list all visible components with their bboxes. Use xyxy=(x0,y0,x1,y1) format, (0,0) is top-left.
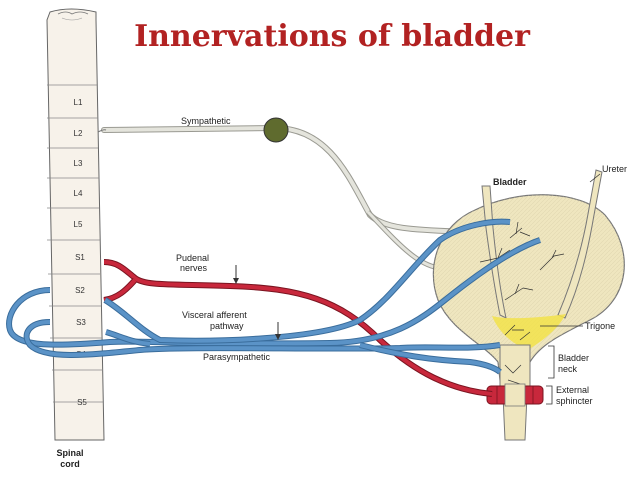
sympathetic-nerve xyxy=(97,124,473,271)
segment-label-l1: L1 xyxy=(74,98,83,107)
segment-label-s3: S3 xyxy=(76,318,86,327)
segment-label-s5: S5 xyxy=(77,398,87,407)
visceral-afferent-label: Visceral afferent xyxy=(182,310,247,320)
segment-label-s1: S1 xyxy=(75,253,85,262)
trigone-label: Trigone xyxy=(585,321,615,331)
pudendal-label: Pudenal xyxy=(176,253,209,263)
visceral-afferent-label-2: pathway xyxy=(210,321,244,331)
bladder-label: Bladder xyxy=(493,177,527,187)
sphincter-label-2: sphincter xyxy=(556,396,593,406)
bladder-neck-bracket xyxy=(548,345,555,379)
segment-label-l5: L5 xyxy=(74,220,83,229)
pudendal-nerve xyxy=(103,259,493,397)
sphincter-bracket xyxy=(546,385,553,405)
spinal-cord-label-2: cord xyxy=(60,459,80,469)
bladder-neck-label: Bladder xyxy=(558,353,589,363)
external-sphincter xyxy=(486,383,544,407)
sympathetic-ganglion xyxy=(263,117,289,143)
segment-label-l2: L2 xyxy=(74,129,83,138)
segment-label-s2: S2 xyxy=(75,286,85,295)
bladder-neck-label-2: neck xyxy=(558,364,578,374)
segment-label-l3: L3 xyxy=(74,159,83,168)
pudendal-label-2: nerves xyxy=(180,263,208,273)
sphincter-label: External xyxy=(556,385,589,395)
parasympathetic-nerve xyxy=(6,218,541,375)
segment-label-l4: L4 xyxy=(74,189,83,198)
parasympathetic-label: Parasympathetic xyxy=(203,352,271,362)
sympathetic-label: Sympathetic xyxy=(181,116,231,126)
spinal-cord: L1 L2 L3 L4 L5 S1 S2 S3 S4 S5 Spinal cor… xyxy=(46,8,105,469)
spinal-cord-label: Spinal xyxy=(56,448,83,458)
page-title: Innervations of bladder xyxy=(134,19,531,54)
ureter-label: Ureter xyxy=(602,164,627,174)
